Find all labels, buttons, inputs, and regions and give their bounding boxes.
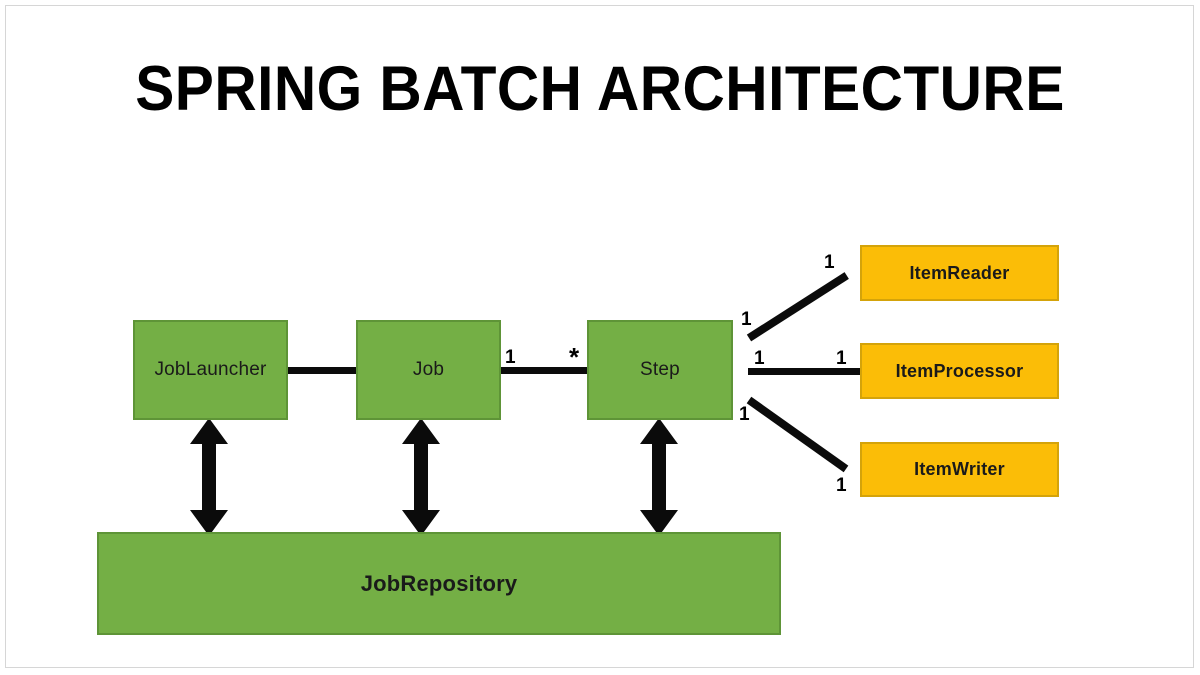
double-arrow-joblauncher-jobrepository — [189, 418, 229, 536]
connector-job-step — [500, 367, 590, 374]
multiplicity-job-step-target: * — [569, 342, 580, 372]
double-arrow-job-jobrepository — [401, 418, 441, 536]
node-step-label: Step — [640, 359, 680, 380]
node-joblauncher-label: JobLauncher — [154, 359, 267, 380]
node-job-label: Job — [412, 359, 445, 380]
connector-step-itemprocessor — [748, 368, 862, 375]
multiplicity-step-itemwriter-target: 1 — [836, 475, 847, 496]
double-arrow-step-jobrepository — [639, 418, 679, 536]
node-itemwriter-label: ItemWriter — [914, 459, 1005, 479]
page-title: SPRING BATCH ARCHITECTURE — [135, 54, 1065, 124]
multiplicity-step-itemreader-target: 1 — [824, 252, 835, 273]
multiplicity-step-itemreader-source: 1 — [741, 309, 752, 330]
connector-joblauncher-job — [286, 367, 358, 374]
node-itemreader-label: ItemReader — [909, 262, 1010, 283]
multiplicity-step-itemwriter-source: 1 — [739, 404, 750, 425]
multiplicity-job-step-source: 1 — [505, 347, 516, 368]
node-joblauncher[interactable]: JobLauncher — [133, 320, 288, 420]
node-step[interactable]: Step — [587, 320, 733, 420]
node-jobrepository-label: JobRepository — [360, 570, 518, 596]
node-itemwriter[interactable]: ItemWriter — [860, 442, 1059, 497]
node-itemprocessor[interactable]: ItemProcessor — [860, 343, 1059, 399]
node-jobrepository[interactable]: JobRepository — [97, 532, 781, 635]
node-job[interactable]: Job — [356, 320, 501, 420]
node-itemprocessor-label: ItemProcessor — [895, 360, 1024, 381]
node-itemreader[interactable]: ItemReader — [860, 245, 1059, 301]
multiplicity-step-itemprocessor-target: 1 — [836, 348, 847, 369]
multiplicity-step-itemprocessor-source: 1 — [754, 348, 765, 369]
